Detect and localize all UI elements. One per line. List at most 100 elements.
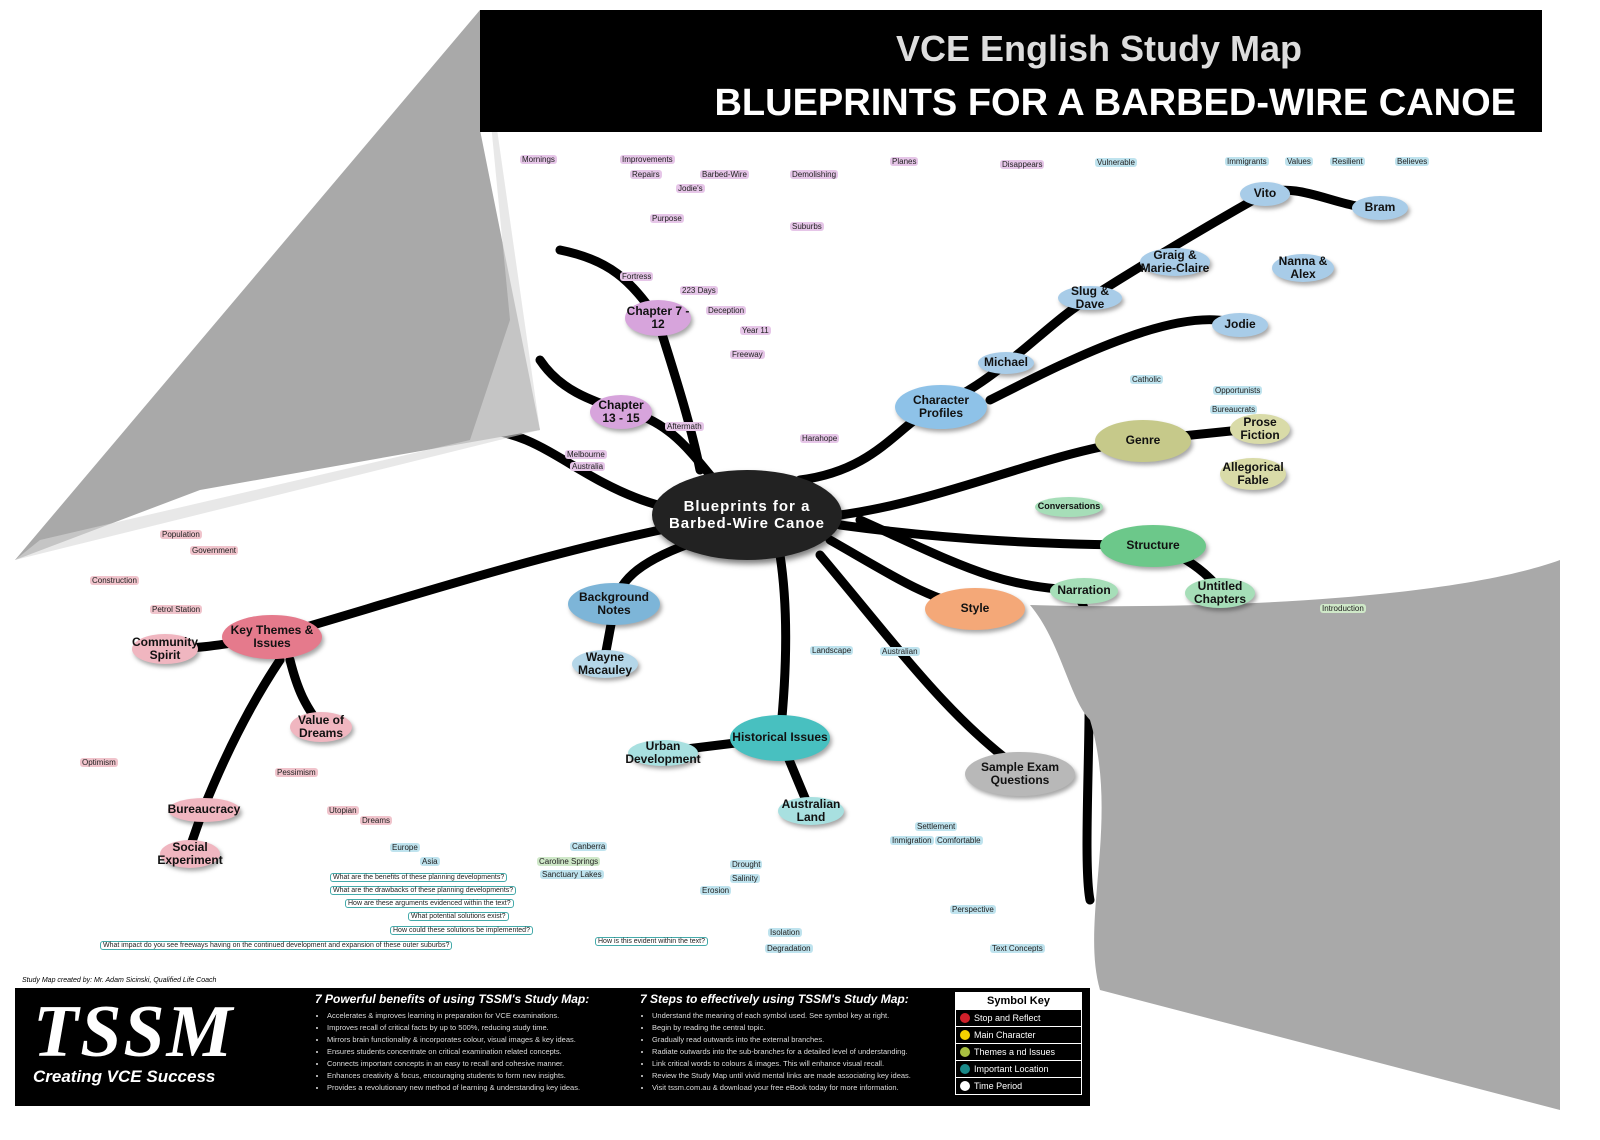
leaf-label: Pessimism [275, 768, 318, 777]
exam-question: What are the benefits of these planning … [330, 873, 508, 882]
symbol-themes-icon [960, 1047, 970, 1057]
leaf-label: Harahope [800, 434, 840, 443]
leaf-label: Fortress [620, 272, 654, 281]
leaf-label: Erosion [700, 886, 732, 895]
leaf-label: Opportunists [1213, 386, 1263, 395]
node-vito: Vito [1240, 182, 1290, 206]
header-subtitle: VCE English Study Map [895, 28, 1302, 69]
symbol-stop-icon [960, 1013, 970, 1023]
node-key-themes: Key Themes & Issues [222, 615, 322, 659]
steps-column: 7 Steps to effectively using TSSM's Stud… [640, 992, 960, 1094]
node-wayne-macauley: Wayne Macauley [572, 650, 638, 678]
benefit-item: Improves recall of critical facts by up … [327, 1022, 635, 1034]
node-community-spirit: Community Spirit [132, 634, 198, 664]
benefit-item: Enhances creativity & focus, encouraging… [327, 1070, 635, 1082]
symbol-location-icon [960, 1064, 970, 1074]
leaf-label: Improvements [620, 155, 675, 164]
leaf-label: Immigrants [1225, 157, 1269, 166]
benefit-item: Connects important concepts in an easy t… [327, 1058, 635, 1070]
node-bram: Bram [1352, 196, 1408, 220]
leaf-label: Degradation [765, 944, 813, 953]
leaf-label: Suburbs [790, 222, 824, 231]
exam-question: What potential solutions exist? [408, 912, 509, 921]
leaf-label: Europe [390, 843, 420, 852]
step-item: Link critical words to colours & images.… [652, 1058, 960, 1070]
leaf-label: Comfortable [935, 836, 983, 845]
exam-question: How could these solutions be implemented… [390, 926, 533, 935]
node-narration: Narration [1050, 578, 1118, 604]
leaf-label: 223 Days [680, 286, 718, 295]
leaf-label: Aftermath [665, 422, 704, 431]
step-item: Visit tssm.com.au & download your free e… [652, 1082, 960, 1094]
exam-question: What impact do you see freeways having o… [100, 941, 453, 950]
symbol-key-row: Important Location [956, 1060, 1081, 1077]
node-urban-development: Urban Development [625, 738, 701, 766]
leaf-label: Government [190, 546, 239, 555]
leaf-label: Inmigration [890, 836, 934, 845]
benefit-item: Mirrors brain functionality & incorporat… [327, 1034, 635, 1046]
credit-line: Study Map created by: Mr. Adam Sicinski,… [22, 977, 217, 984]
leaf-label: Drought [730, 860, 763, 869]
leaf-label: Perspective [950, 905, 996, 914]
leaf-label: Construction [90, 576, 139, 585]
node-chapter-7-12: Chapter 7 - 12 [625, 300, 691, 336]
node-untitled-chapters: Untitled Chapters [1185, 578, 1255, 608]
benefits-column: 7 Powerful benefits of using TSSM's Stud… [315, 992, 635, 1094]
leaf-label: Dreams [360, 816, 393, 825]
steps-title: 7 Steps to effectively using TSSM's Stud… [640, 992, 909, 1006]
page-title: BLUEPRINTS FOR A BARBED-WIRE CANOE [714, 82, 1516, 124]
leaf-label: Landscape [810, 646, 854, 655]
step-item: Review the Study Map until vivid mental … [652, 1070, 960, 1082]
node-michael: Michael [978, 352, 1034, 374]
exam-question: How are these arguments evidenced within… [345, 899, 514, 908]
node-slug-dave: Slug & Dave [1058, 284, 1122, 311]
benefit-item: Provides a revolutionary new method of l… [327, 1082, 635, 1094]
leaf-label: Australian [880, 647, 920, 656]
leaf-label: Planes [890, 157, 919, 166]
leaf-label: Petrol Station [150, 605, 203, 614]
leaf-label: Settlement [915, 822, 958, 831]
leaf-label: Resilient [1330, 157, 1365, 166]
node-character-profiles: Character Profiles [895, 385, 987, 429]
leaf-label: Believes [1395, 157, 1430, 166]
logo-text: TSSM [33, 991, 235, 1073]
node-structure: Structure [1100, 525, 1206, 567]
leaf-label: Text Concepts [990, 944, 1045, 953]
symbol-key-row: Themes a nd Issues [956, 1043, 1081, 1060]
leaf-label: Sanctuary Lakes [540, 870, 604, 879]
leaf-label: Purpose [650, 214, 684, 223]
node-prose-fiction: Prose Fiction [1230, 414, 1290, 444]
node-jodie: Jodie [1212, 313, 1268, 337]
node-background-notes: Background Notes [568, 583, 660, 625]
step-item: Radiate outwards into the sub-branches f… [652, 1046, 960, 1058]
benefit-item: Accelerates & improves learning in prepa… [327, 1010, 635, 1022]
step-item: Gradually read outwards into the externa… [652, 1034, 960, 1046]
leaf-label: Utopian [327, 806, 359, 815]
leaf-label: Australia [570, 462, 606, 471]
node-style: Style [925, 588, 1025, 630]
tssm-logo: TSSM Creating VCE Success [33, 990, 293, 1087]
node-bureaucracy: Bureaucracy [168, 798, 240, 822]
symbol-key-label: Themes a nd Issues [974, 1047, 1056, 1057]
footer-panel: TSSM Creating VCE Success 7 Powerful ben… [15, 988, 1090, 1106]
leaf-label: Disappears [1000, 160, 1045, 169]
symbol-key-label: Stop and Reflect [974, 1013, 1041, 1023]
symbol-key-row: Stop and Reflect [956, 1009, 1081, 1026]
page-curl-top-left [15, 10, 540, 560]
leaf-label: Catholic [1130, 375, 1163, 384]
node-allegorical-fable: Allegorical Fable [1220, 458, 1286, 490]
leaf-label: Optimism [80, 758, 118, 767]
node-value-of-dreams: Value of Dreams [290, 712, 352, 742]
node-genre: Genre [1095, 420, 1191, 462]
leaf-label: Asia [420, 857, 440, 866]
leaf-label: Introduction [1320, 604, 1366, 613]
symbol-key-row: Time Period [956, 1077, 1081, 1094]
symbol-key-title: Symbol Key [956, 993, 1081, 1009]
leaf-label: Caroline Springs [537, 857, 601, 866]
symbol-key-label: Time Period [974, 1081, 1023, 1091]
symbol-key-label: Important Location [974, 1064, 1049, 1074]
central-topic-line2: Barbed-Wire Canoe [668, 515, 826, 532]
page-curl-bottom-right [1030, 560, 1560, 1110]
benefits-title: 7 Powerful benefits of using TSSM's Stud… [315, 992, 590, 1006]
